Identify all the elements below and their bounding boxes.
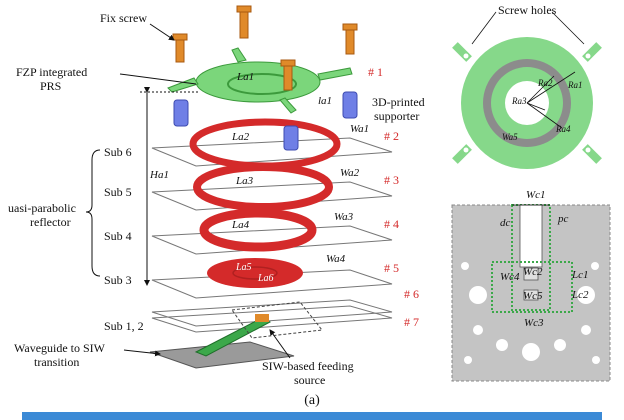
label-reflector-2: reflector (30, 215, 71, 229)
svg-text:Sub 1, 2: Sub 1, 2 (104, 319, 144, 333)
red-rings (189, 118, 341, 288)
ring-3 (193, 163, 333, 211)
svg-text:Wc2: Wc2 (523, 266, 543, 278)
feeding-board (149, 301, 323, 369)
svg-text:Wc5: Wc5 (523, 290, 543, 302)
svg-text:Wc4: Wc4 (500, 271, 520, 283)
ring-2 (189, 118, 341, 170)
label-waveguide-2: transition (34, 355, 79, 369)
supporter-left (173, 99, 189, 127)
svg-text:La4: La4 (231, 219, 250, 231)
svg-text:Wa1: Wa1 (350, 123, 369, 135)
screw-1 (175, 37, 185, 63)
layer-numbers: # 1 # 2 # 3 # 4 # 5 # 6 # 7 (368, 65, 419, 329)
ring-4 (199, 208, 317, 252)
svg-text:Ra3: Ra3 (511, 96, 527, 106)
label-feed-2: source (294, 373, 325, 387)
plate-sub2 (151, 299, 393, 327)
feed-dim-labels: Wc1 pc dc Wc2 Wc4 Wc5 Wc3 Lc1 Lc2 (500, 189, 589, 329)
svg-text:dc: dc (500, 217, 511, 229)
feed-detail (451, 204, 611, 382)
label-reflector-1: uasi-parabolic (8, 201, 76, 215)
plate-sub1 (151, 305, 393, 333)
svg-text:# 7: # 7 (404, 315, 419, 329)
svg-text:Wa2: Wa2 (340, 167, 360, 179)
label-prs-2: PRS (40, 79, 61, 93)
svg-text:La2: La2 (231, 131, 250, 143)
dim-height: Ha1 (149, 169, 169, 181)
screw-3 (345, 27, 355, 55)
label-waveguide-1: Waveguide to SIW (14, 341, 106, 355)
screws (172, 5, 358, 91)
substrate-labels: Sub 6 Sub 5 Sub 4 Sub 3 Sub 1, 2 (104, 145, 144, 333)
plate-sub4 (151, 225, 393, 255)
svg-text:Sub 3: Sub 3 (104, 273, 132, 287)
ring-width-labels: Wa1 Wa2 Wa3 Wa4 (326, 123, 369, 265)
svg-text:Ra4: Ra4 (555, 124, 571, 134)
label-supporter-1: 3D-printed (372, 95, 425, 109)
svg-text:La6: La6 (257, 273, 274, 284)
svg-text:Wa4: Wa4 (326, 253, 346, 265)
bottom-bar (22, 412, 602, 420)
dim-lt: la1 (318, 95, 332, 107)
label-feed-1: SIW-based feeding (262, 359, 354, 373)
svg-text:# 4: # 4 (384, 217, 399, 231)
svg-text:pc: pc (557, 213, 569, 225)
label-prs-1: FZP integrated (16, 65, 87, 79)
plate-sub5 (151, 181, 393, 211)
label-supporter-2: supporter (374, 109, 419, 123)
svg-text:Ra1: Ra1 (567, 80, 583, 90)
svg-text:# 1: # 1 (368, 65, 383, 79)
svg-text:# 5: # 5 (384, 261, 399, 275)
svg-text:Wc3: Wc3 (524, 317, 544, 329)
disc-5 (207, 258, 303, 288)
reflector-brace (85, 149, 101, 277)
svg-text:# 6: # 6 (404, 287, 419, 301)
ring-length-labels: La1 La2 La3 La4 La5 La6 (231, 71, 274, 284)
top-view-dim-labels: Ra1 Ra2 Ra3 Ra4 Wa5 (502, 78, 583, 142)
disc-5-inner (232, 266, 278, 280)
svg-text:# 2: # 2 (384, 129, 399, 143)
svg-text:# 3: # 3 (384, 173, 399, 187)
svg-text:Lc1: Lc1 (571, 269, 589, 281)
figure-diagram: Ha1 La1 La2 La3 La4 La5 La6 Wa1 Wa2 Wa3 … (8, 3, 611, 387)
label-screw-holes: Screw holes (498, 3, 557, 17)
screw-4 (283, 63, 293, 91)
supporter-mid (283, 125, 299, 151)
screw-2 (239, 9, 249, 39)
svg-text:Ra2: Ra2 (537, 78, 553, 88)
svg-text:Lc2: Lc2 (571, 289, 589, 301)
svg-text:Sub 6: Sub 6 (104, 145, 132, 159)
supporter-right (342, 91, 358, 119)
svg-text:Wc1: Wc1 (526, 189, 546, 201)
plate-sub6 (151, 137, 393, 167)
svg-text:Sub 4: Sub 4 (104, 229, 132, 243)
svg-text:Wa5: Wa5 (502, 132, 518, 142)
svg-text:La5: La5 (235, 262, 252, 273)
svg-text:La3: La3 (235, 175, 254, 187)
label-fix-screw: Fix screw (100, 11, 147, 25)
figure-caption: (a) (304, 393, 320, 408)
svg-text:Wa3: Wa3 (334, 211, 354, 223)
prs-top-view (452, 37, 602, 169)
svg-text:La1: La1 (236, 71, 254, 83)
svg-text:Sub 5: Sub 5 (104, 185, 132, 199)
